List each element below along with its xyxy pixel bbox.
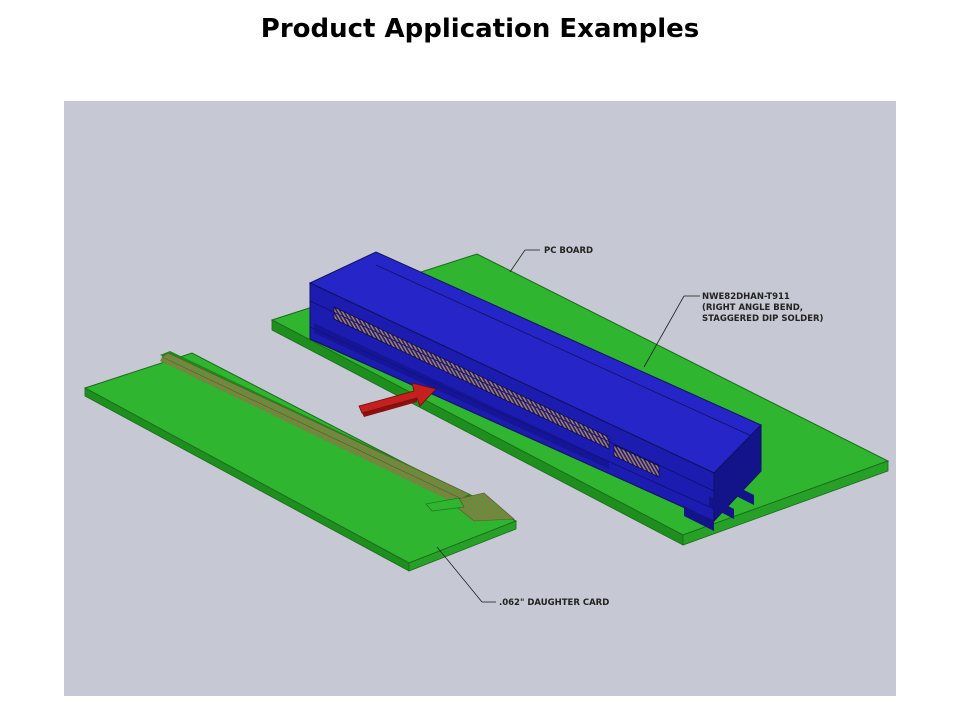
daughter-card-label: .062" DAUGHTER CARD (499, 598, 609, 608)
connector-label-line2: (RIGHT ANGLE BEND, (702, 303, 803, 313)
diagram-panel: PC BOARD NWE82DHAN-T911 (RIGHT ANGLE BEN… (64, 101, 896, 696)
assembly-diagram: PC BOARD NWE82DHAN-T911 (RIGHT ANGLE BEN… (83, 246, 890, 608)
pc-board-leader (509, 249, 526, 273)
pc-board-label: PC BOARD (544, 246, 593, 256)
connector-nwe82dhan (308, 251, 762, 531)
connector-label-line1: NWE82DHAN-T911 (702, 292, 790, 302)
daughter-card-leader (436, 546, 483, 603)
connector-label-line3: STAGGERED DIP SOLDER) (702, 314, 824, 324)
insertion-arrow (358, 382, 437, 417)
daughter-card (83, 351, 518, 572)
page-title: Product Application Examples (260, 14, 700, 44)
connector-leader (643, 295, 685, 368)
